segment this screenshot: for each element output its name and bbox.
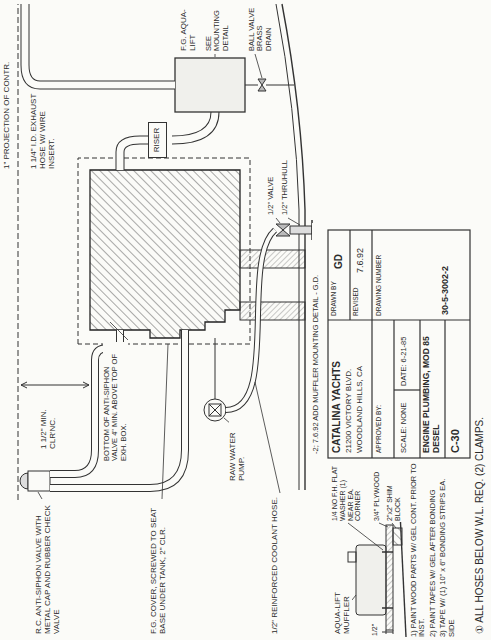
raw-water-pump [204, 338, 226, 421]
revision-note: -2; 7.6.92 ADD MUFFLER MOUNTING DETAIL -… [312, 223, 320, 455]
engine-stringer [240, 250, 305, 268]
title-block-cell: DRAWING NUMBER [375, 233, 382, 317]
aqua-lift-box [175, 58, 245, 112]
title-block-cell: 7.6.92 [355, 232, 365, 274]
note: 1) PAINT WOOD PARTS W/ GEL CONT. PRIOR T… [410, 461, 427, 637]
hull-line [282, 4, 305, 490]
engine-stringer [240, 302, 305, 320]
title-block-cell: DATE: 6-21-85 [400, 323, 408, 387]
part-label: 1/2" THRUHULL [281, 146, 289, 216]
engine-block [90, 170, 240, 338]
dimension-note: 1/2" [371, 617, 379, 637]
part-label: 3/4" PLYWOOD [373, 462, 381, 522]
part-label: 1/2" VALVE [267, 156, 275, 216]
title-block-cell: C-30 [449, 394, 461, 454]
notes-column: 1) PAINT WOOD PARTS W/ GEL CONT. PRIOR T… [410, 461, 458, 637]
part-label: AQUA-LIFT MUFFLER [334, 563, 352, 635]
title-block-cell: CATALINA YACHTS [331, 322, 342, 454]
anti-siphon-valve [28, 471, 50, 491]
leader-line [38, 54, 300, 499]
title-block-cell: DRAWN BY [330, 272, 337, 317]
exhaust-hose [25, 4, 175, 85]
engine-cover [78, 158, 250, 344]
note: BOTTOM OF ANTI-SIPHON VALVE 4" MIN. ABOV… [103, 342, 128, 462]
drawing-title: ENGINE PLUMBING, MOD 85 DESEL [422, 322, 441, 454]
part-label: RAW WATER PUMP. [229, 422, 247, 482]
part-label: 2"x2" SHIM BLOCK [386, 462, 402, 522]
riser-box: RISER [148, 122, 167, 158]
seacock-valve [276, 220, 312, 240]
reference-note: SEE MOUNTING DETAIL [205, 4, 230, 52]
dimension-note: 1 1/2" MIN. CLR'NC. [40, 388, 58, 450]
part-label: BALL VALVE BRASS DRAIN [248, 4, 273, 52]
anti-siphon-hose [50, 330, 185, 488]
coolant-hose [226, 230, 275, 410]
part-label: 1/2" REINFORCED COOLANT HOSE. [271, 495, 280, 635]
title-block-cell: SCALE: NONE [400, 392, 408, 454]
title-block-cell: 30-5-3002-2 [440, 232, 450, 316]
title-block-cell: GD [333, 234, 344, 270]
part-label: 1/4 NO F.H. FLAT WASHER (1) NEAR EA. COR… [331, 462, 362, 522]
exhaust-pipe [120, 112, 215, 170]
title-block-cell: 21200 VICTORY BLVD. [345, 322, 354, 454]
node-text: RISER [153, 128, 162, 152]
title-block-frame [328, 230, 470, 458]
part-label: F.G. AQUA-LIFT [180, 4, 198, 52]
title-block-cell: APPROVED BY: [375, 334, 382, 454]
leader-line [348, 523, 396, 600]
muffler-detail [348, 512, 406, 637]
note: 3) TAPE W/ (1) 10" x 6" BONDING STRIPS E… [439, 461, 456, 637]
projection-line [18, 4, 19, 500]
title-block-cell: REVISED [352, 275, 359, 317]
part-label: R.C. ANTI-SIPHON VALVE WITH METAL CAP AN… [35, 500, 62, 635]
hull-line [276, 4, 299, 490]
ball-valve-drain [245, 79, 294, 91]
anti-siphon-cap [20, 473, 28, 489]
part-label: F.G. COVER, SCREWED TO SEAT BASE UNDER T… [150, 500, 168, 635]
title-block-cell: WOODLAND HILLS, CA [356, 322, 365, 454]
general-note: ① ALL HOSES BELOW W.L. REQ. (2) CLAMPS. [474, 215, 485, 635]
note: 2) PAINT TAPES W/ GEL AFTER BONDING [429, 461, 437, 637]
part-label: 1 1/4" I.D. EXHAUST HOSE W/ WIRE INSERT. [30, 92, 57, 170]
dimension-note: 1" PROJECTION OF CONTR. [3, 5, 12, 170]
